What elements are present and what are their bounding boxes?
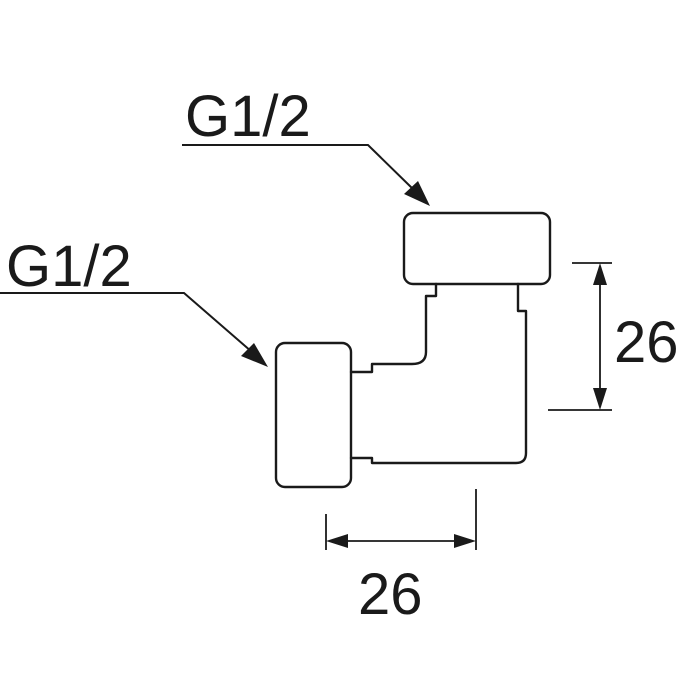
vertical-dimension: 26 [548, 262, 679, 411]
elbow-pipe [349, 282, 528, 465]
horizontal-dimension: 26 [325, 489, 477, 627]
left-nut [274, 341, 353, 489]
top-leader [182, 144, 430, 206]
elbow-body [274, 211, 552, 489]
left-leader [0, 292, 268, 367]
top-thread-label: G1/2 [185, 84, 311, 149]
left-thread-label: G1/2 [6, 234, 132, 299]
vertical-dimension-value: 26 [614, 310, 679, 375]
horizontal-dimension-value: 26 [358, 562, 423, 627]
top-nut [402, 211, 552, 286]
